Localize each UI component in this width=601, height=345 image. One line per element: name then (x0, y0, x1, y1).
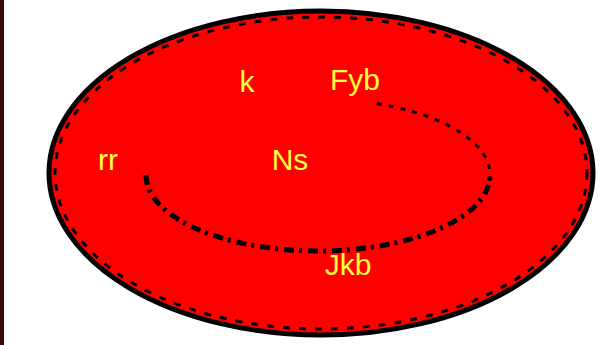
ring-shading (377, 104, 490, 186)
edge-bar (0, 0, 4, 345)
antigen-label: rr (98, 145, 118, 175)
antigen-label: Jkb (325, 250, 372, 280)
red-blood-cell: k Fyb rr NsJkb (44, 6, 598, 340)
antigen-label: Fyb (330, 65, 380, 95)
cell-edge-shading (55, 17, 587, 329)
ring-shading (146, 175, 490, 251)
cell-outline (44, 6, 598, 340)
antigen-label: Ns (272, 145, 309, 175)
antigen-label: k (240, 67, 255, 97)
cell-body (49, 11, 593, 335)
